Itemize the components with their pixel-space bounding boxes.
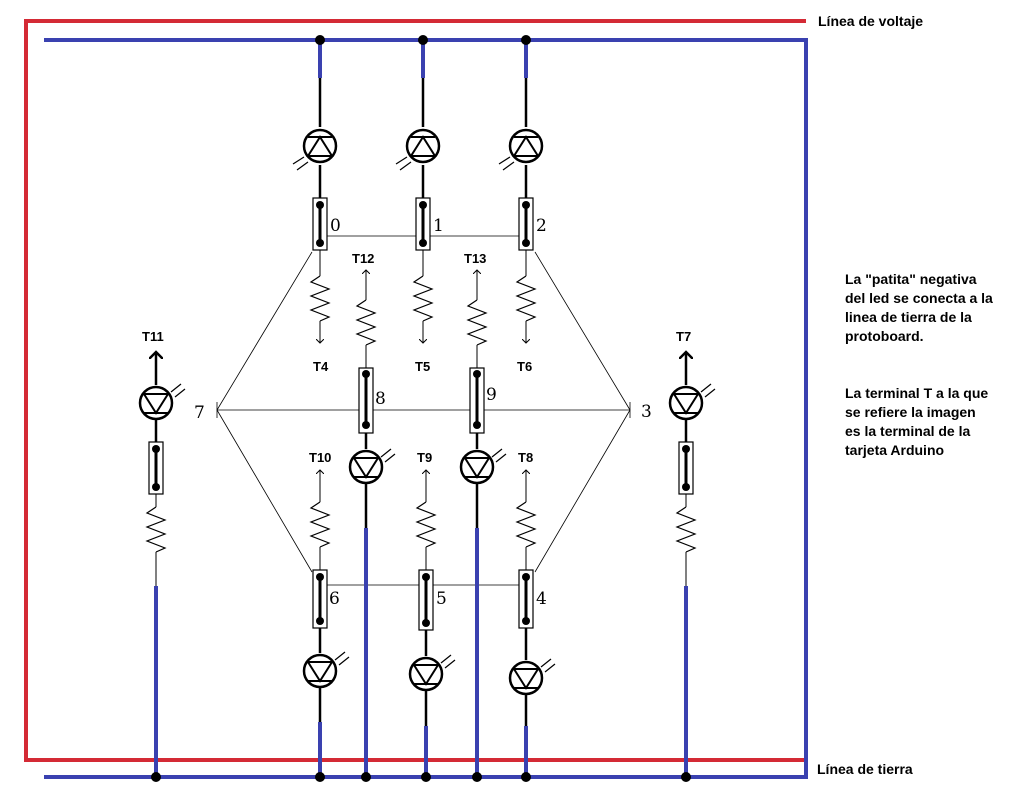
bottom-column-6 (302, 470, 350, 782)
node-label-8: 8 (375, 389, 386, 409)
light-rays-icon (292, 156, 309, 171)
node-label-2: 2 (536, 216, 547, 236)
resistor-icon (355, 299, 377, 346)
note-paragraph-1: La "patita" negativa del led se conecta … (845, 271, 993, 344)
side-column-right (668, 352, 716, 782)
led-icon (405, 128, 441, 164)
node-network (216, 235, 631, 586)
node-label-6: 6 (329, 589, 340, 609)
terminal-label-t5: T5 (415, 359, 430, 374)
resistor-icon (415, 501, 437, 548)
led-icon (138, 385, 174, 421)
led-icon (668, 385, 704, 421)
top-column-0 (292, 35, 338, 343)
node-label-4: 4 (536, 589, 547, 609)
light-rays-icon (491, 448, 507, 463)
voltage-rail (24, 19, 806, 762)
terminal-label-t7: T7 (676, 329, 691, 344)
light-rays-icon (540, 658, 556, 673)
resistor-icon (515, 275, 537, 322)
resistor-icon (515, 501, 537, 548)
light-rays-icon (170, 383, 186, 398)
terminal-label-t10: T10 (309, 450, 331, 465)
top-column-1 (395, 35, 441, 343)
led-icon (508, 660, 544, 696)
led-icon (302, 128, 338, 164)
top-column-2 (498, 35, 544, 343)
bottom-column-5 (408, 470, 456, 782)
terminal-label-t4: T4 (313, 359, 329, 374)
terminal-label-t12: T12 (352, 251, 374, 266)
resistor-icon (466, 299, 488, 346)
voltage-line-label: Línea de voltaje (818, 13, 924, 29)
bottom-column-4 (508, 470, 556, 782)
resistor-icon (309, 501, 331, 548)
terminal-label-t6: T6 (517, 359, 532, 374)
led-icon (302, 653, 338, 689)
resistor-icon (412, 275, 434, 322)
node-label-7: 7 (194, 403, 205, 423)
node-label-1: 1 (433, 216, 444, 236)
led-icon (408, 656, 444, 692)
terminal-label-t13: T13 (464, 251, 486, 266)
light-rays-icon (700, 383, 716, 398)
note-paragraph-2: La terminal T a la que se refiere la ima… (845, 385, 989, 458)
led-icon (348, 449, 384, 485)
terminal-label-t11: T11 (142, 329, 164, 344)
node-label-0: 0 (330, 216, 341, 236)
node-label-5: 5 (436, 589, 447, 609)
middle-column-9 (459, 270, 507, 782)
resistor-icon (675, 506, 697, 553)
resistor-icon (309, 275, 331, 322)
light-rays-icon (395, 156, 412, 171)
node-label-3: 3 (641, 402, 652, 422)
light-rays-icon (334, 651, 350, 666)
led-icon (459, 449, 495, 485)
terminal-label-t9: T9 (417, 450, 432, 465)
terminal-label-t8: T8 (518, 450, 533, 465)
resistor-icon (145, 506, 167, 553)
node-label-9: 9 (486, 385, 497, 405)
side-column-left (138, 352, 186, 782)
light-rays-icon (440, 654, 456, 669)
middle-column-8 (348, 270, 396, 782)
light-rays-icon (498, 156, 515, 171)
led-icon (508, 128, 544, 164)
ground-line-label: Línea de tierra (817, 761, 913, 777)
light-rays-icon (380, 448, 396, 463)
